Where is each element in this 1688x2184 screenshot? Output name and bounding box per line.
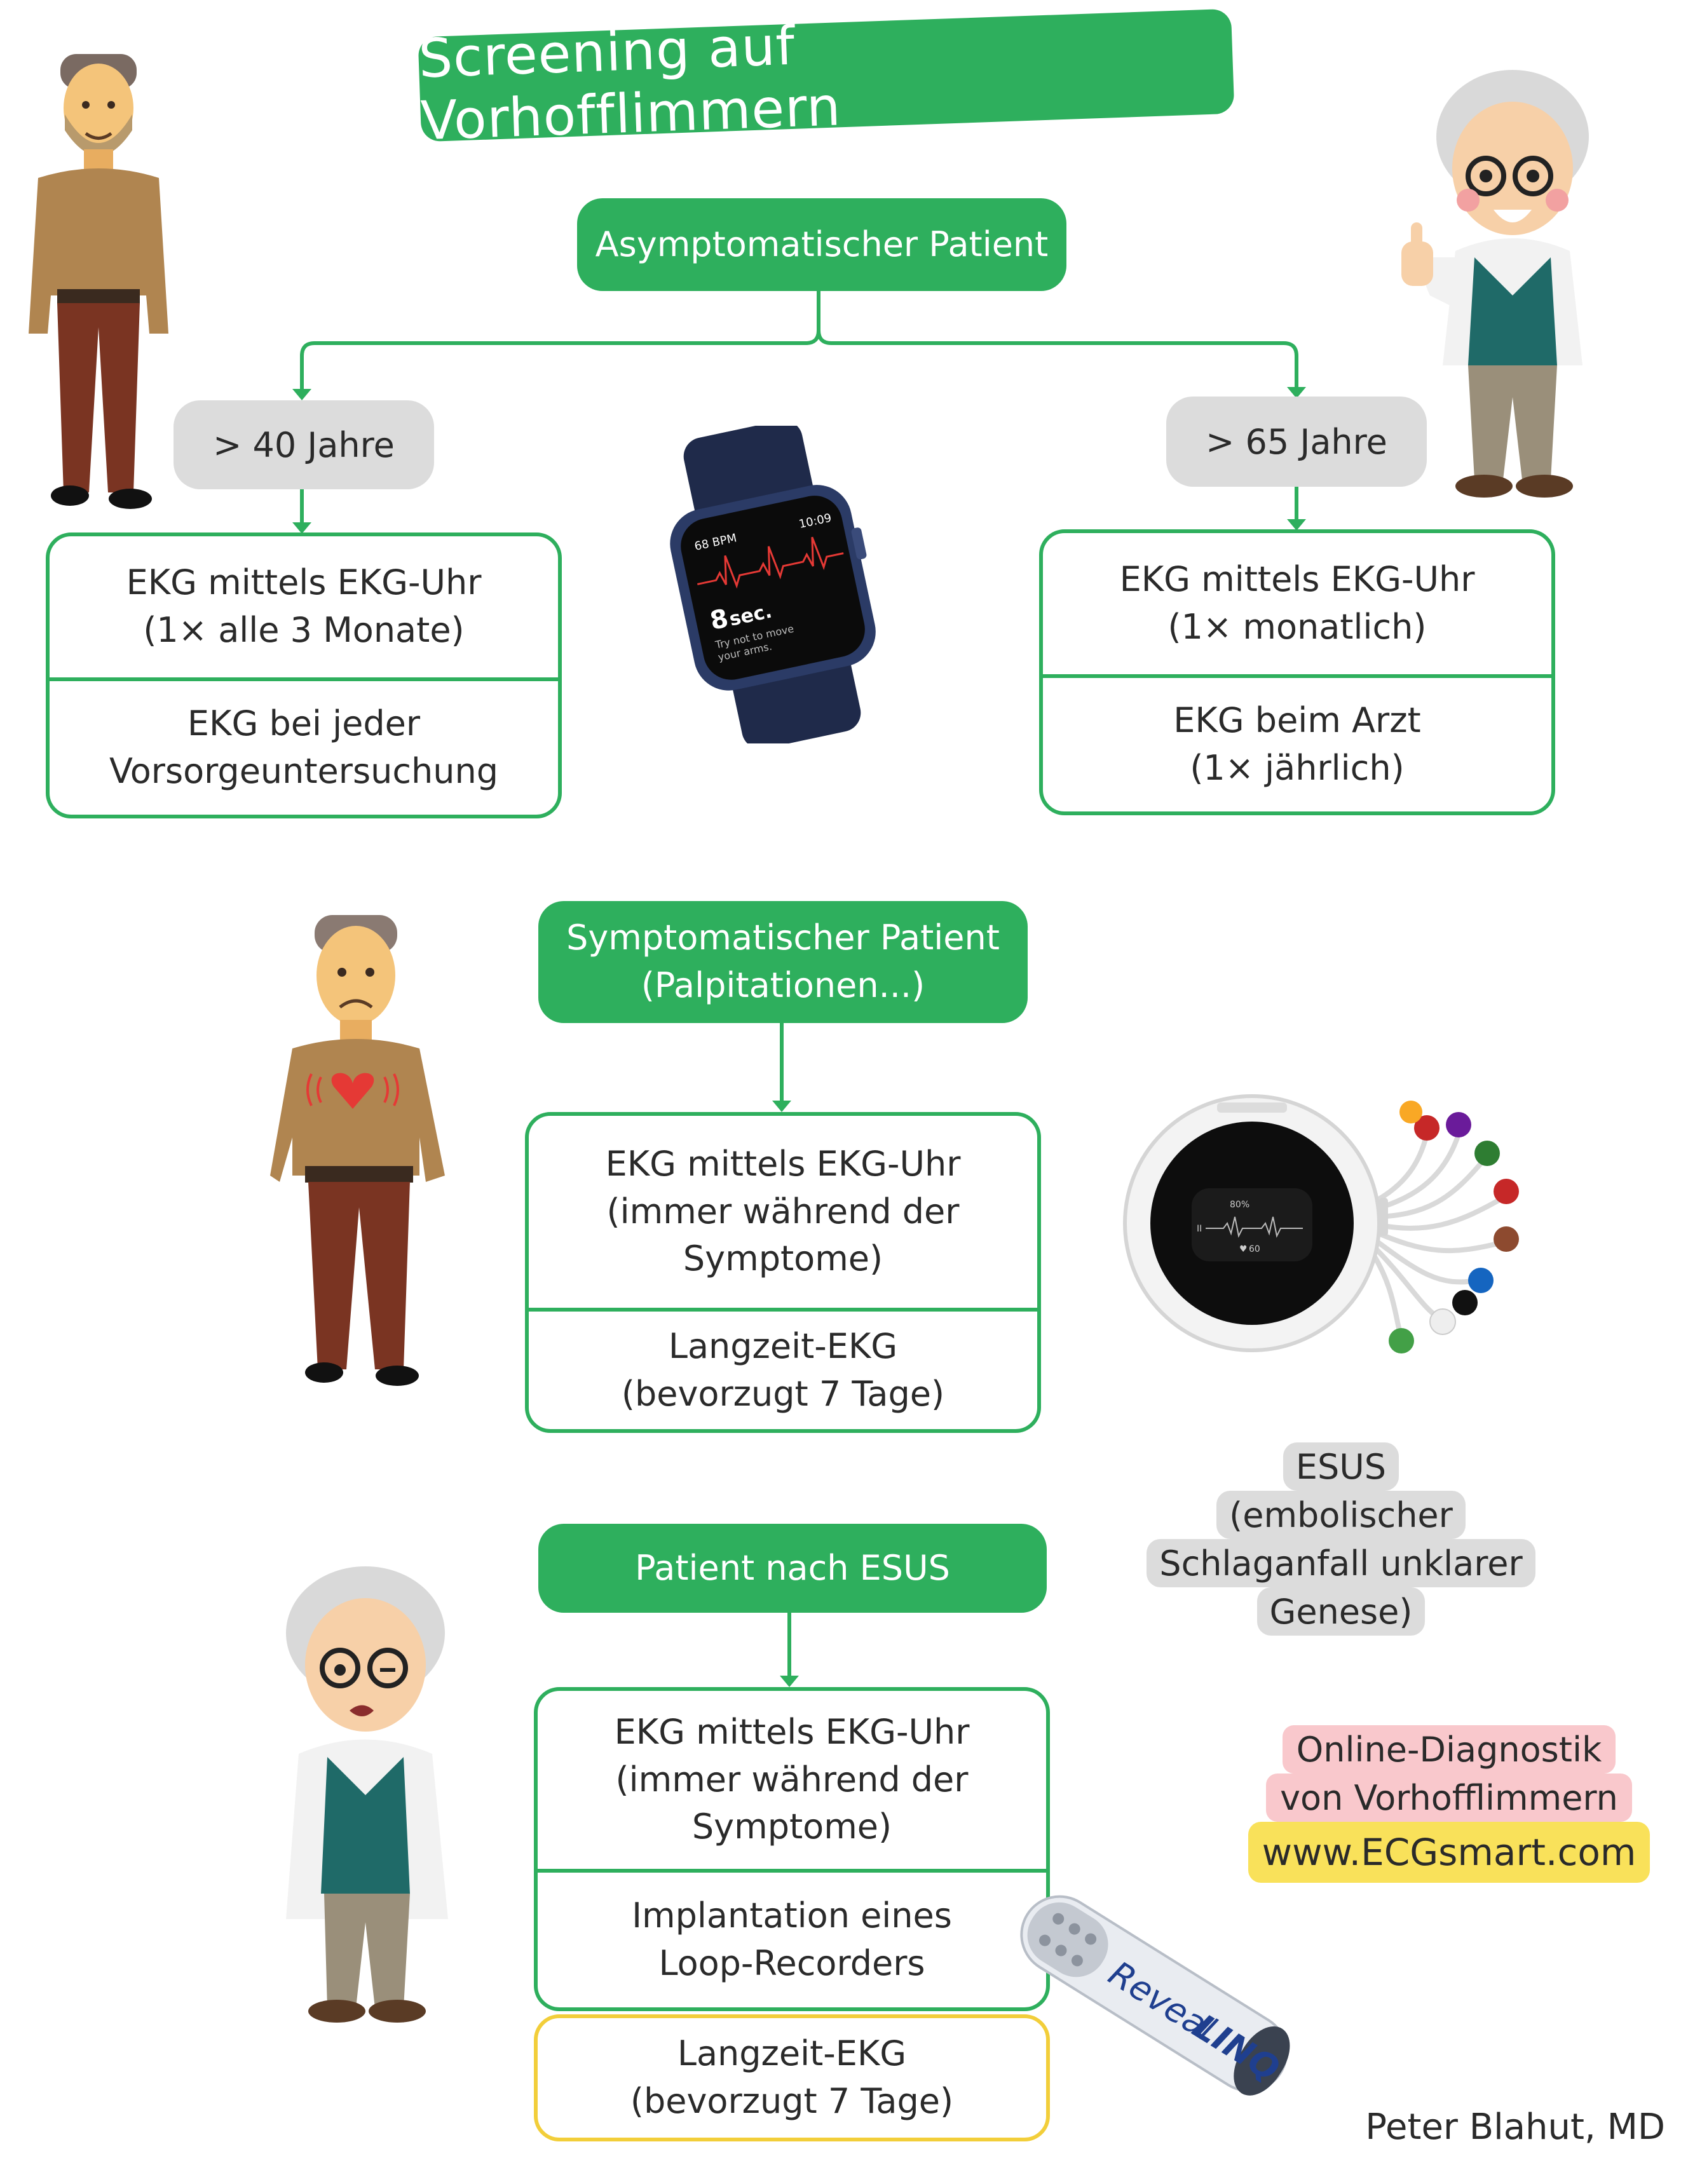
age-over-40-node: > 40 Jahre: [174, 400, 434, 489]
elderly-man-thumbs-up-illustration: [1401, 70, 1589, 498]
recommendation-holter-7-days: Langzeit-EKG (bevorzugt 7 Tage): [529, 1308, 1037, 1429]
recommendation-ecg-watch-quarterly: EKG mittels EKG-Uhr (1× alle 3 Monate): [126, 562, 482, 650]
age-over-65-node: > 65 Jahre: [1166, 397, 1427, 487]
recommendation-ecg-watch-esus: EKG mittels EKG-Uhr (immer während der S…: [614, 1712, 970, 1847]
symptomatic-recommendations-box: EKG mittels EKG-Uhr (immer während der S…: [525, 1112, 1041, 1433]
loop-recorder-illustration: Reveal LINQ ™: [1020, 1895, 1290, 2096]
over-40-recommendations-box: EKG mittels EKG-Uhr (1× alle 3 Monate) E…: [46, 532, 562, 818]
esus-definition-line-2: (embolischer: [1216, 1491, 1466, 1539]
esus-recommendations-box: EKG mittels EKG-Uhr (immer während der S…: [534, 1687, 1050, 2011]
page-title: Screening auf Vorhofflimmern: [418, 8, 1235, 152]
author-credit: Peter Blahut, MD: [1365, 2106, 1665, 2148]
recommendation-holter-7-days-esus: Langzeit-EKG (bevorzugt 7 Tage): [534, 2014, 1050, 2141]
esus-definition-line-3: Schlaganfall unklarer: [1147, 1539, 1535, 1587]
holter-battery: 80%: [1230, 1200, 1249, 1210]
heart-icon: ♥: [1239, 1244, 1248, 1254]
holter-heart-rate: 60: [1249, 1244, 1260, 1254]
elderly-man-after-esus-illustration: [286, 1566, 448, 2023]
connector-to-65: [817, 289, 1298, 391]
over-65-recommendations-box: EKG mittels EKG-Uhr (1× monatlich) EKG b…: [1039, 529, 1555, 815]
recommendation-ecg-watch-symptoms: EKG mittels EKG-Uhr (immer während der S…: [605, 1144, 961, 1279]
recommendation-ecg-watch-monthly: EKG mittels EKG-Uhr (1× monatlich): [1119, 559, 1475, 647]
connector-to-40: [300, 289, 820, 393]
promo-line-1: Online-Diagnostik: [1282, 1725, 1616, 1774]
man-with-palpitations-illustration: [270, 915, 445, 1386]
middle-aged-man-illustration: [29, 54, 168, 509]
esus-definition-line-4: Genese): [1256, 1587, 1426, 1636]
holter-lead: II: [1197, 1224, 1202, 1234]
esus-definition: ESUS (embolischer Schlaganfall unklarer …: [1144, 1442, 1538, 1636]
promo-url-link[interactable]: www.ECGsmart.com: [1248, 1822, 1651, 1883]
promo-block: Online-Diagnostik von Vorhofflimmern www…: [1248, 1725, 1651, 1883]
recommendation-loop-recorder: Implantation eines Loop-Recorders: [538, 1869, 1046, 2007]
promo-line-2: von Vorhofflimmern: [1266, 1774, 1632, 1822]
esus-definition-line-1: ESUS: [1283, 1442, 1399, 1491]
symptomatic-patient-node: Symptomatischer Patient (Palpitationen..…: [538, 901, 1028, 1023]
recommendation-ecg-checkup: EKG bei jeder Vorsorgeuntersuchung: [50, 677, 558, 815]
esus-patient-node: Patient nach ESUS: [538, 1524, 1047, 1613]
holter-device-illustration: 80% II 60 ♥: [1123, 1094, 1519, 1353]
recommendation-ecg-doctor-yearly: EKG beim Arzt (1× jährlich): [1043, 674, 1551, 811]
smartwatch-illustration: 68 BPM 10:09 8 sec. Try not to move your…: [670, 426, 876, 743]
asymptomatic-patient-node: Asymptomatischer Patient: [577, 198, 1066, 291]
